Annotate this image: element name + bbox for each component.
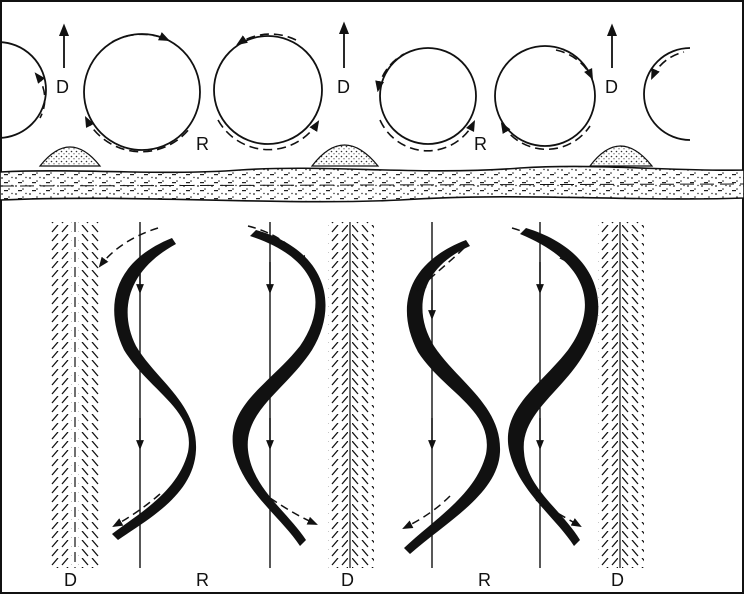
vortex-2 bbox=[84, 34, 200, 150]
top-panel: D R D R D bbox=[0, 24, 744, 202]
ridge-right bbox=[590, 146, 652, 166]
top-label-d-middle: D bbox=[337, 77, 350, 97]
ridge-band-middle bbox=[328, 222, 374, 568]
vortex-1 bbox=[0, 42, 46, 138]
upwelling-arrows bbox=[64, 24, 612, 68]
ridge-band-right bbox=[598, 222, 644, 568]
vortex-4 bbox=[380, 48, 476, 144]
s-streak-1 bbox=[112, 238, 196, 540]
top-label-r-right: R bbox=[474, 134, 487, 154]
s-streak-4 bbox=[508, 228, 598, 546]
top-label-d-right: D bbox=[605, 77, 618, 97]
bottom-label-r-right: R bbox=[478, 570, 491, 590]
bottom-panel: D R D R D bbox=[50, 222, 644, 590]
bottom-label-r-left: R bbox=[196, 570, 209, 590]
bottom-label-d-middle: D bbox=[341, 570, 354, 590]
s-streak-3 bbox=[404, 240, 500, 554]
s-streak-2 bbox=[233, 230, 326, 546]
ridge-left bbox=[40, 147, 100, 166]
bottom-label-d-right: D bbox=[611, 570, 624, 590]
vortex-5 bbox=[495, 46, 595, 146]
top-label-r-left: R bbox=[196, 134, 209, 154]
circulation-arrows bbox=[36, 34, 684, 152]
ridge-middle bbox=[312, 145, 378, 166]
top-label-d-left: D bbox=[56, 77, 69, 97]
vortex-3 bbox=[214, 36, 322, 144]
ridge-band-left bbox=[50, 222, 100, 568]
vortex-6 bbox=[644, 48, 690, 140]
bottom-label-d-left: D bbox=[64, 570, 77, 590]
